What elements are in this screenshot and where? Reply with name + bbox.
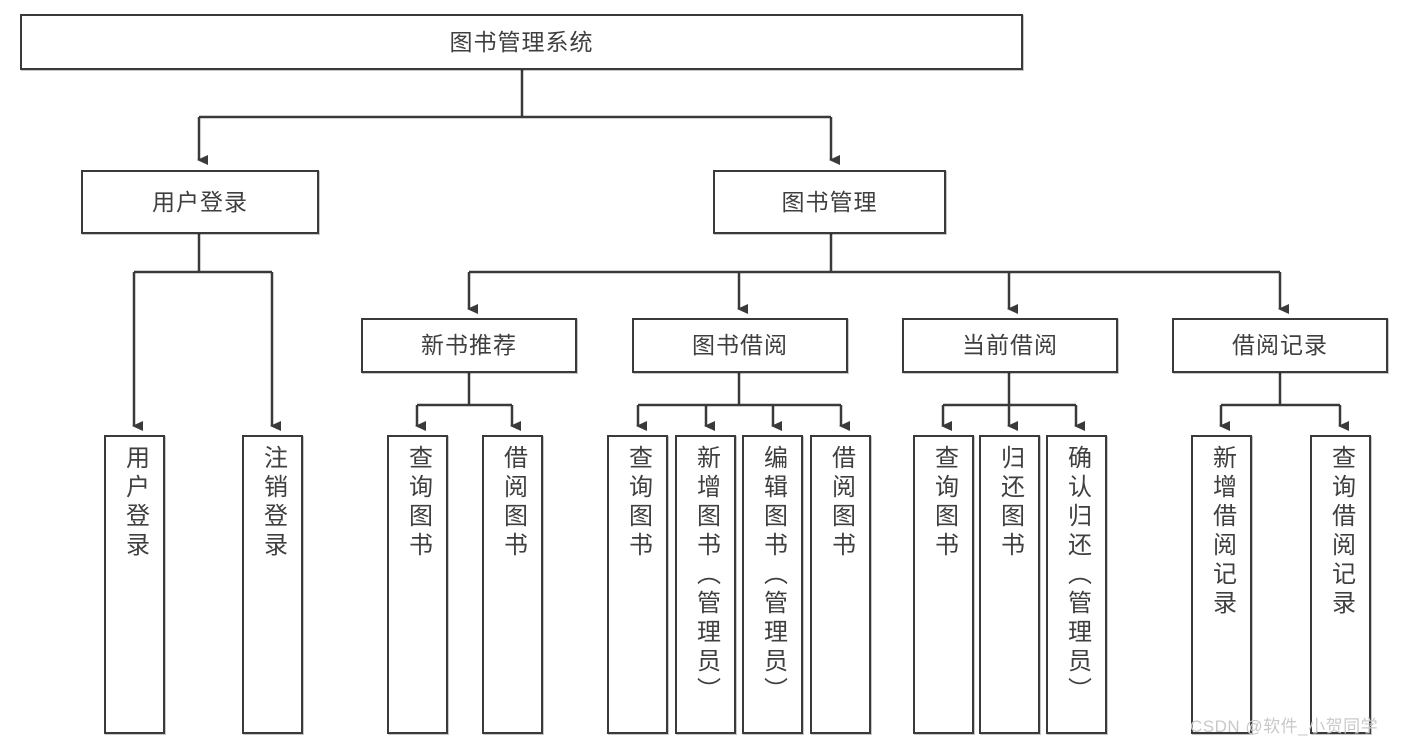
leaf-bb-query-book[interactable]: 查询图书	[607, 435, 668, 734]
node-new-book-recommend-label: 新书推荐	[421, 332, 517, 359]
watermark: CSDN @软件_小贺同学	[1190, 717, 1379, 736]
node-book-manage[interactable]: 图书管理	[713, 170, 946, 234]
leaf-cb-query-book-label: 查询图书	[930, 445, 958, 561]
leaf-cb-return-book[interactable]: 归还图书	[979, 435, 1040, 734]
node-current-borrow-label: 当前借阅	[962, 332, 1058, 359]
leaf-cb-confirm-return-label: 确认归还（管理员）	[1063, 445, 1091, 706]
leaf-cb-confirm-return[interactable]: 确认归还（管理员）	[1046, 435, 1107, 734]
node-book-borrow-label: 图书借阅	[692, 332, 788, 359]
node-user-login-label: 用户登录	[152, 188, 248, 215]
node-root-label: 图书管理系统	[449, 28, 594, 55]
leaf-br-add-record-label: 新增借阅记录	[1208, 445, 1236, 619]
node-user-login[interactable]: 用户登录	[81, 170, 319, 234]
leaf-nb-query-book[interactable]: 查询图书	[387, 435, 448, 734]
leaf-cb-return-book-label: 归还图书	[996, 445, 1024, 561]
leaf-bb-edit-book-label: 编辑图书（管理员）	[759, 445, 787, 706]
leaf-user-login-label: 用户登录	[121, 445, 149, 561]
node-book-borrow[interactable]: 图书借阅	[632, 318, 848, 373]
node-borrow-record-label: 借阅记录	[1232, 332, 1328, 359]
leaf-nb-query-book-label: 查询图书	[404, 445, 432, 561]
leaf-user-login[interactable]: 用户登录	[104, 435, 165, 734]
node-current-borrow[interactable]: 当前借阅	[902, 318, 1118, 373]
node-book-manage-label: 图书管理	[781, 188, 878, 215]
leaf-bb-borrow-book[interactable]: 借阅图书	[810, 435, 871, 734]
leaf-bb-add-book-label: 新增图书（管理员）	[692, 445, 720, 706]
leaf-br-query-record-label: 查询借阅记录	[1327, 445, 1355, 619]
leaf-logout-label: 注销登录	[259, 445, 287, 561]
leaf-nb-borrow-book-label: 借阅图书	[499, 445, 527, 561]
node-new-book-recommend[interactable]: 新书推荐	[361, 318, 577, 373]
leaf-logout[interactable]: 注销登录	[242, 435, 303, 734]
node-borrow-record[interactable]: 借阅记录	[1172, 318, 1388, 373]
node-root[interactable]: 图书管理系统	[20, 14, 1023, 70]
leaf-br-query-record[interactable]: 查询借阅记录	[1310, 435, 1371, 734]
leaf-br-add-record[interactable]: 新增借阅记录	[1191, 435, 1252, 734]
leaf-cb-query-book[interactable]: 查询图书	[913, 435, 974, 734]
leaf-bb-edit-book[interactable]: 编辑图书（管理员）	[742, 435, 803, 734]
leaf-bb-add-book[interactable]: 新增图书（管理员）	[675, 435, 736, 734]
leaf-nb-borrow-book[interactable]: 借阅图书	[482, 435, 543, 734]
leaf-bb-query-book-label: 查询图书	[624, 445, 652, 561]
leaf-bb-borrow-book-label: 借阅图书	[827, 445, 855, 561]
